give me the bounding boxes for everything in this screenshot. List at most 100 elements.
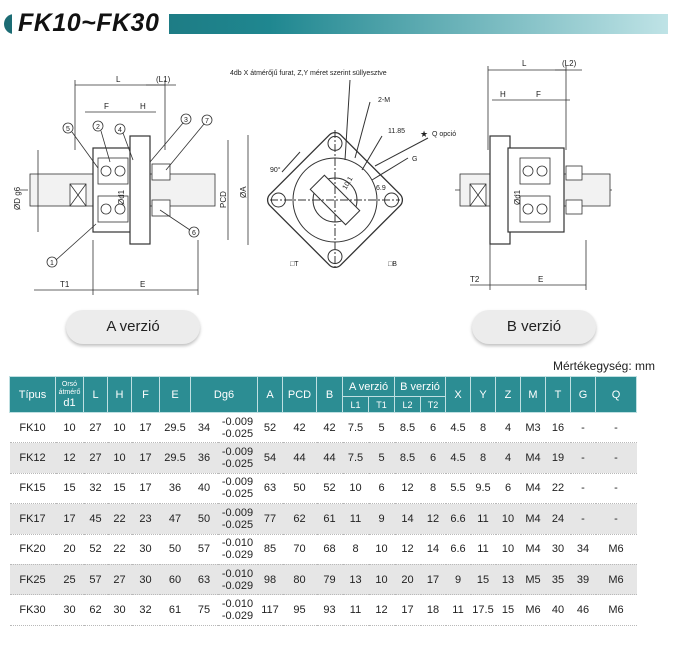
cell-y: 8 <box>470 412 496 444</box>
b-version-side-view <box>455 66 612 290</box>
cell-t: 22 <box>545 473 571 505</box>
cell-f: 17 <box>131 473 160 505</box>
cell-g: 39 <box>570 564 596 596</box>
tolerance-upper: -0.009 <box>221 506 254 519</box>
cell-e: 50 <box>159 534 191 565</box>
table-header-row: Típus Orsó átmérő d1 L H F E Dg6 A PCD B… <box>9 376 637 413</box>
tolerance-lower: -0.029 <box>221 549 254 562</box>
cell-f: 32 <box>131 594 160 626</box>
cell-e: 29.5 <box>159 442 191 474</box>
cell-pcd: 95 <box>282 594 317 626</box>
dim-h-a: H <box>140 102 146 111</box>
header-l: L <box>83 376 108 413</box>
cell-t1: 10 <box>368 534 395 565</box>
cell-b: 42 <box>316 412 343 444</box>
table-subheader-row: L1 T1 L2 T2 <box>10 396 637 413</box>
cell-g: - <box>570 412 596 444</box>
dim-2-m: 2-M <box>378 97 390 104</box>
callout-7: 7 <box>205 118 209 125</box>
cell-type: FK30 <box>9 594 56 626</box>
cell-t1: 12 <box>368 594 395 626</box>
star-icon: ★ <box>420 129 428 139</box>
cell-l1: 8 <box>342 534 369 565</box>
cell-x: 9 <box>445 564 471 596</box>
header-y: Y <box>470 376 497 413</box>
cell-z: 10 <box>495 534 521 565</box>
unit-label: Mértékegység: mm <box>552 359 655 373</box>
cell-m: M3 <box>520 412 546 444</box>
cell-l1: 13 <box>342 564 369 596</box>
cell-l: 62 <box>83 594 108 626</box>
cell-l2: 8.5 <box>394 412 421 444</box>
tolerance-upper: -0.010 <box>221 598 254 611</box>
cell-tolerance: -0.009-0.025 <box>217 503 258 535</box>
cell-l2: 17 <box>394 594 421 626</box>
cell-q: M6 <box>595 594 637 626</box>
cell-a: 77 <box>257 503 283 535</box>
cell-z: 4 <box>495 442 521 474</box>
cell-m: M4 <box>520 442 546 474</box>
cell-b: 93 <box>316 594 343 626</box>
cell-d1: 10 <box>55 412 84 444</box>
cell-t2: 8 <box>420 473 446 505</box>
cell-type: FK17 <box>9 503 56 535</box>
cell-h: 30 <box>107 594 132 626</box>
cell-y: 17.5 <box>470 594 496 626</box>
cell-l2: 14 <box>394 503 421 535</box>
q-option-label: Q opció <box>432 131 456 138</box>
cell-y: 8 <box>470 442 496 474</box>
cell-d: 75 <box>190 594 218 626</box>
dim-a: ØA <box>239 186 248 198</box>
cell-type: FK10 <box>9 412 56 444</box>
cell-l: 45 <box>83 503 108 535</box>
tolerance-upper: -0.010 <box>221 537 254 550</box>
cell-z: 4 <box>495 412 521 444</box>
cell-t1: 9 <box>368 503 395 535</box>
cell-d: 40 <box>190 473 218 505</box>
header-orso: Orsó átmérő <box>58 380 81 396</box>
cell-t: 19 <box>545 442 571 474</box>
header-g: G <box>570 376 597 413</box>
cell-g: - <box>570 442 596 474</box>
dim-e-a: E <box>140 280 145 289</box>
cell-t: 16 <box>545 412 571 444</box>
cell-q: - <box>595 442 637 474</box>
cell-t2: 6 <box>420 412 446 444</box>
technical-drawing: L (L1) F H T1 E ØD g6 Ød1 PCD ØA 5 2 4 3… <box>13 59 612 295</box>
tolerance-lower: -0.029 <box>221 579 254 592</box>
cell-l1: 11 <box>342 594 369 626</box>
cell-x: 6.6 <box>445 503 471 535</box>
dim-f-a: F <box>104 102 109 111</box>
dim-d1-a: Ød1 <box>117 189 126 205</box>
header-m: M <box>520 376 547 413</box>
header-x: X <box>445 376 472 413</box>
dim-e-b: E <box>538 275 543 284</box>
cell-m: M4 <box>520 473 546 505</box>
version-b-label: B verzió <box>472 310 596 344</box>
cell-type: FK12 <box>9 442 56 474</box>
callout-5: 5 <box>66 126 70 133</box>
cell-d1: 12 <box>55 442 84 474</box>
dim-l-a: L <box>116 75 121 84</box>
cell-m: M4 <box>520 503 546 535</box>
tolerance-upper: -0.009 <box>221 446 254 459</box>
tolerance-upper: -0.009 <box>221 476 254 489</box>
cell-d1: 25 <box>55 564 84 596</box>
cell-x: 4.5 <box>445 442 471 474</box>
tolerance-lower: -0.029 <box>221 610 254 623</box>
header-z: Z <box>495 376 522 413</box>
cell-d: 50 <box>190 503 218 535</box>
cell-tolerance: -0.009-0.025 <box>217 412 258 444</box>
cell-y: 15 <box>470 564 496 596</box>
cell-q: M6 <box>595 564 637 596</box>
dim-l-b: L <box>522 59 527 68</box>
cell-y: 9.5 <box>470 473 496 505</box>
cell-l1: 10 <box>342 473 369 505</box>
tolerance-lower: -0.025 <box>221 518 254 531</box>
cell-pcd: 80 <box>282 564 317 596</box>
cell-y: 11 <box>470 503 496 535</box>
header-t: T <box>545 376 572 413</box>
dim-g: G <box>412 156 417 163</box>
